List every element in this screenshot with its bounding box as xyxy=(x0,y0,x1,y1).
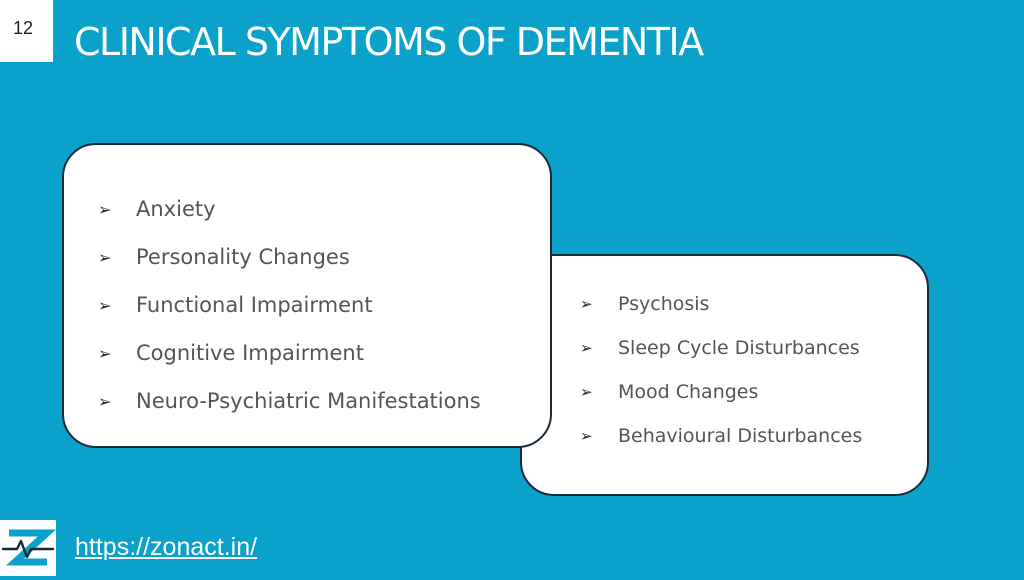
list-item: ➢ Mood Changes xyxy=(580,370,862,414)
list-item-label: Sleep Cycle Disturbances xyxy=(618,337,860,359)
list-item: ➢ Neuro-Psychiatric Manifestations xyxy=(98,377,481,425)
list-item: ➢ Functional Impairment xyxy=(98,281,481,329)
arrowhead-bullet-icon: ➢ xyxy=(580,339,593,357)
arrowhead-bullet-icon: ➢ xyxy=(98,247,112,267)
list-item-label: Personality Changes xyxy=(136,245,350,269)
arrowhead-bullet-icon: ➢ xyxy=(98,295,112,315)
list-item-label: Mood Changes xyxy=(618,381,759,403)
list-item-label: Behavioural Disturbances xyxy=(618,425,863,447)
list-item-label: Psychosis xyxy=(618,293,710,315)
arrowhead-bullet-icon: ➢ xyxy=(580,427,593,445)
list-item: ➢ Cognitive Impairment xyxy=(98,329,481,377)
slide-number: 12 xyxy=(0,0,53,62)
list-item: ➢ Personality Changes xyxy=(98,233,481,281)
list-item: ➢ Behavioural Disturbances xyxy=(580,414,862,458)
arrowhead-bullet-icon: ➢ xyxy=(98,199,112,219)
list-item: ➢ Psychosis xyxy=(580,282,862,326)
website-link[interactable]: https://zonact.in/ xyxy=(75,533,258,561)
list-item-label: Anxiety xyxy=(136,197,216,221)
zonact-logo-icon xyxy=(0,520,57,576)
list-item-label: Functional Impairment xyxy=(136,293,373,317)
list-item: ➢ Anxiety xyxy=(98,185,481,233)
arrowhead-bullet-icon: ➢ xyxy=(98,343,112,363)
arrowhead-bullet-icon: ➢ xyxy=(98,391,112,411)
arrowhead-bullet-icon: ➢ xyxy=(580,383,593,401)
zonact-logo-graphic xyxy=(1,529,57,566)
list-item-label: Neuro-Psychiatric Manifestations xyxy=(136,389,481,413)
symptoms-card-right: ➢ Psychosis ➢ Sleep Cycle Disturbances ➢ Mo… xyxy=(520,254,929,496)
list-item-label: Cognitive Impairment xyxy=(136,341,364,365)
slide-title: CLINICAL SYMPTOMS OF DEMENTIA xyxy=(74,20,704,64)
symptoms-list-left: ➢ Anxiety ➢ Personality Changes ➢ Functiona… xyxy=(98,185,481,425)
symptoms-card-left: ➢ Anxiety ➢ Personality Changes ➢ Functiona… xyxy=(62,143,552,448)
symptoms-list-right: ➢ Psychosis ➢ Sleep Cycle Disturbances ➢ Mo… xyxy=(580,282,862,458)
arrowhead-bullet-icon: ➢ xyxy=(580,295,593,313)
list-item: ➢ Sleep Cycle Disturbances xyxy=(580,326,862,370)
